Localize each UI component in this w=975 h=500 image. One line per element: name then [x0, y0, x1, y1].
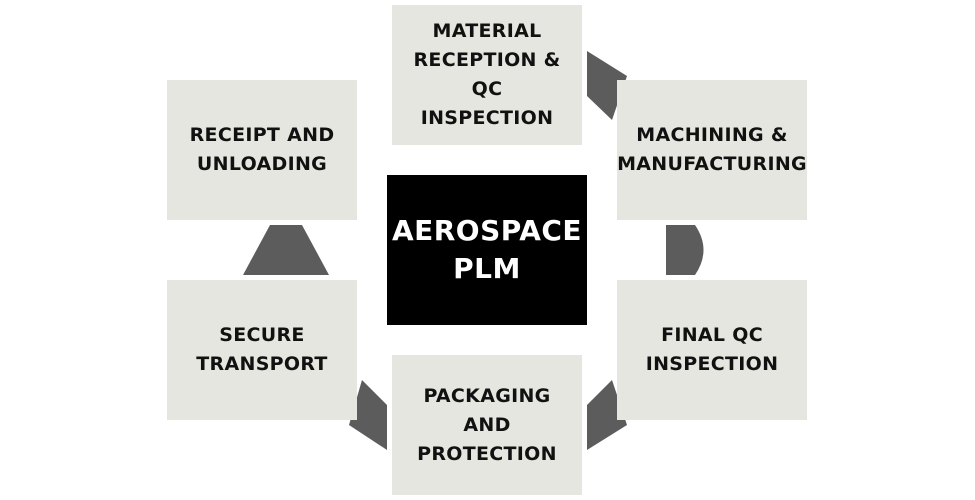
step-label: MATERIAL RECEPTION & QC INSPECTION — [413, 20, 561, 129]
connector-machining-to-finalqc — [666, 225, 704, 275]
connector-packaging-to-transport — [349, 380, 387, 450]
step-secure-transport: SECURE TRANSPORT — [167, 280, 357, 420]
step-material-reception: MATERIAL RECEPTION & QC INSPECTION — [392, 5, 582, 145]
connector-transport-to-receipt — [243, 225, 329, 275]
step-label: RECEIPT AND UNLOADING — [189, 124, 335, 175]
center-hub: AEROSPACE PLM — [387, 175, 587, 325]
step-label: SECURE TRANSPORT — [196, 324, 328, 375]
step-label: FINAL QC INSPECTION — [645, 324, 779, 375]
step-final-qc-inspection: FINAL QC INSPECTION — [617, 280, 807, 420]
step-label: PACKAGING AND PROTECTION — [417, 384, 557, 465]
center-title: AEROSPACE PLM — [391, 214, 583, 285]
step-label: MACHINING & MANUFACTURING — [617, 124, 807, 175]
step-machining-manufacturing: MACHINING & MANUFACTURING — [617, 80, 807, 220]
step-receipt-unloading: RECEIPT AND UNLOADING — [167, 80, 357, 220]
step-packaging-protection: PACKAGING AND PROTECTION — [392, 355, 582, 495]
